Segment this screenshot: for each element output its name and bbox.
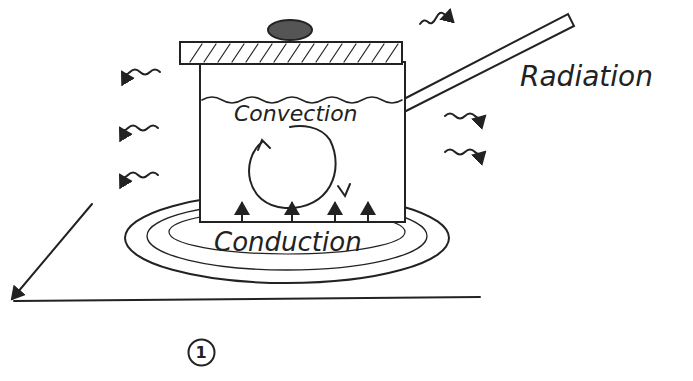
label-text: Radiation bbox=[520, 60, 653, 93]
process-label: Convection bbox=[234, 101, 358, 126]
callout-number: 1 bbox=[187, 343, 216, 362]
label-text: Conduction bbox=[214, 227, 362, 257]
process-label: Conduction bbox=[214, 227, 362, 257]
process-label: Radiation bbox=[520, 60, 653, 93]
label-text: Convection bbox=[234, 101, 358, 126]
callout-circle: 1 bbox=[187, 338, 216, 367]
